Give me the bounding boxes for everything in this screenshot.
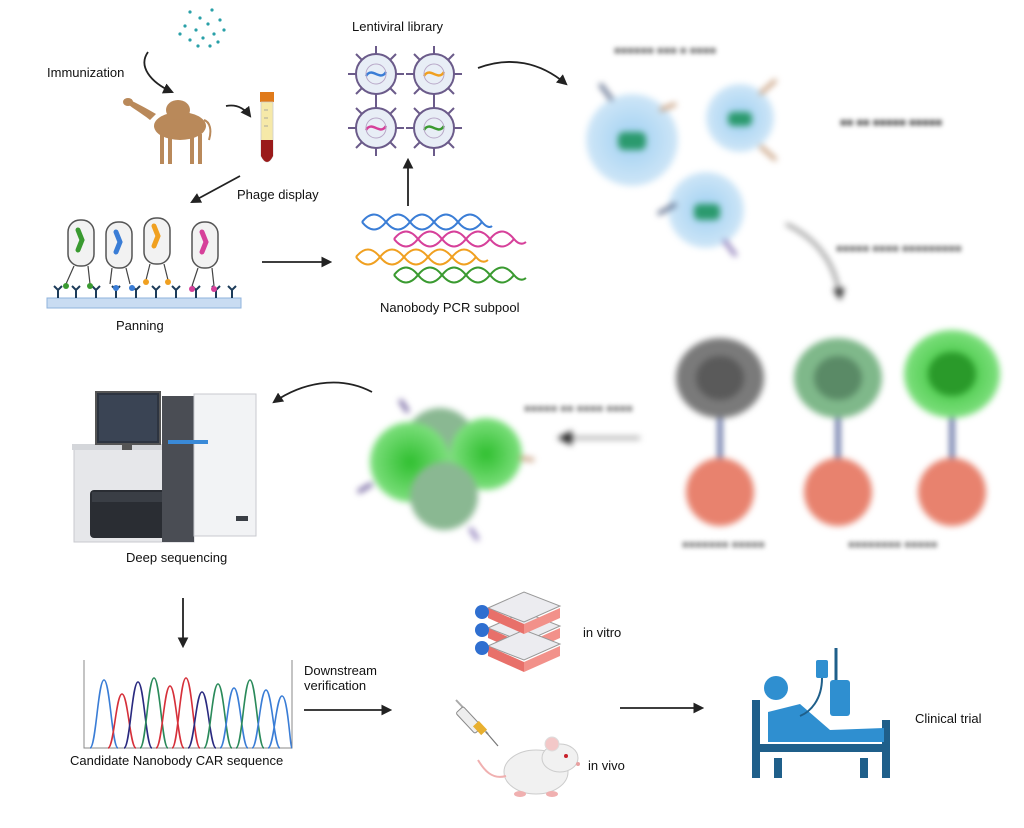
label-candidate-sequence: Candidate Nanobody CAR sequence — [70, 753, 284, 768]
hospital-bed-icon — [752, 648, 890, 778]
camel-icon — [123, 98, 212, 164]
svg-text:■■■■■■■■ ■■■■■: ■■■■■■■■ ■■■■■ — [848, 539, 937, 551]
label-clinical-trial: Clinical trial — [915, 711, 982, 726]
cells-to-sequencer-arrow — [272, 381, 373, 404]
svg-text:■■■■■ ■■ ■■■■ ■■■■: ■■■■■ ■■ ■■■■ ■■■■ — [524, 403, 633, 415]
sequencer-icon — [72, 391, 257, 543]
svg-text:■■■■■■■ ■■■■■: ■■■■■■■ ■■■■■ — [682, 539, 765, 551]
lenti-to-cart-arrow — [477, 61, 568, 86]
car-t-pool-panel — [586, 78, 845, 301]
mouse-icon — [477, 736, 580, 797]
target-challenge-panel — [557, 330, 1000, 526]
gfp-sorted-cells — [357, 398, 535, 542]
label-deep-sequencing: Deep sequencing — [126, 550, 228, 565]
antigen-dots-icon — [178, 8, 226, 48]
svg-text:■■■■■■ ■■■ ■ ■■■■: ■■■■■■ ■■■ ■ ■■■■ — [614, 45, 716, 57]
svg-text:■■■■■ ■■■■ ■■■■■■■■■: ■■■■■ ■■■■ ■■■■■■■■■ — [836, 243, 962, 255]
label-lentiviral-library: Lentiviral library — [352, 19, 444, 34]
syringe-icon — [455, 699, 499, 747]
label-downstream-verification: Downstream verification — [304, 663, 377, 693]
immunization-arrow — [143, 51, 174, 94]
phage-tube-icon — [260, 92, 274, 163]
label-in-vivo: in vivo — [588, 758, 625, 773]
camel-to-tube-arrow — [225, 104, 252, 118]
label-phage-display: Phage display — [237, 187, 319, 202]
chromatogram-icon — [83, 660, 293, 749]
phage-particle-icon — [63, 217, 219, 292]
target-cell-icon — [686, 458, 754, 526]
cell-flask-icon — [475, 591, 562, 672]
label-nanobody-pcr-subpool: Nanobody PCR subpool — [380, 300, 520, 315]
svg-text:■■ ■■ ■■■■■ ■■■■■: ■■ ■■ ■■■■■ ■■■■■ — [840, 117, 942, 129]
label-panning: Panning — [116, 318, 164, 333]
lentivirus-icon — [348, 46, 462, 156]
tube-to-panning-arrow — [190, 175, 241, 204]
dna-strand-icon — [355, 213, 527, 284]
label-immunization: Immunization — [47, 65, 125, 80]
label-in-vitro: in vitro — [583, 625, 622, 640]
